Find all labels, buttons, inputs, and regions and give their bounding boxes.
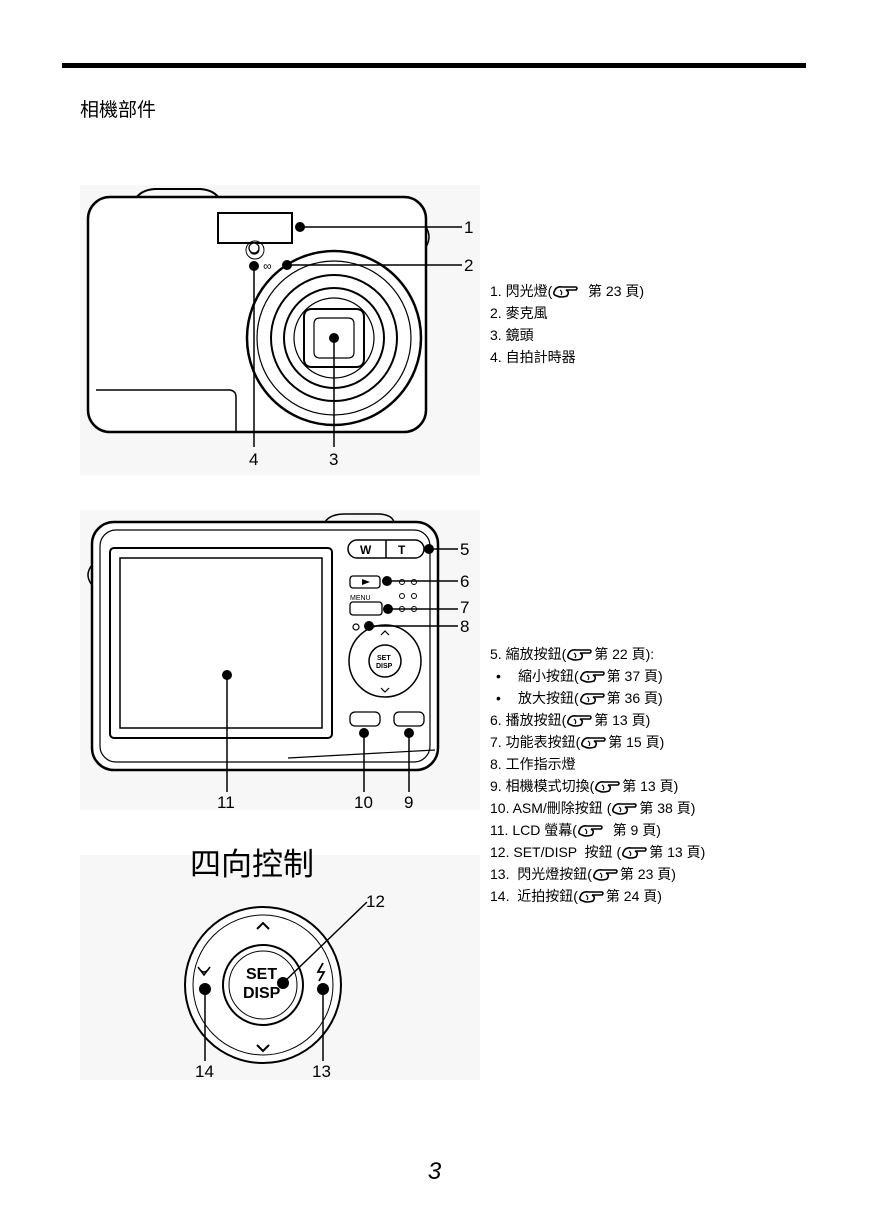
item-page-ref: 第 13 頁) (649, 844, 706, 860)
item-page-ref: 第 9 頁) (604, 822, 661, 838)
item-text: 9. 相機模式切換( (490, 778, 595, 794)
item-text: 12. SET/DISP 按鈕 ( (490, 844, 622, 860)
bullet: • (496, 690, 501, 706)
callout-6: 6 (460, 572, 469, 591)
page-reference-icon (579, 670, 607, 683)
list-item: 14. 近拍按鈕( 第 24 頁) (490, 885, 705, 907)
item-page-ref: 第 24 頁) (605, 888, 662, 904)
dpad-disp-label: DISP (243, 985, 281, 1002)
item-page-ref: 第 23 頁) (619, 866, 676, 882)
callout-3: 3 (329, 450, 338, 469)
item-text: 8. 工作指示燈 (490, 756, 576, 772)
list-item: 13. 閃光燈按鈕( 第 23 頁) (490, 863, 705, 885)
list-item: 5. 縮放按鈕( 第 22 頁): (490, 643, 705, 665)
list-item: 7. 功能表按鈕( 第 15 頁) (490, 731, 705, 753)
item-page-ref: 第 15 頁) (608, 734, 665, 750)
callout-12: 12 (366, 892, 385, 911)
callout-2: 2 (464, 256, 473, 275)
list-item: 12. SET/DISP 按鈕 ( 第 13 頁) (490, 841, 705, 863)
dpad-figure: 四向控制 SET DISP 12 13 14 (80, 847, 480, 1081)
callout-11: 11 (217, 793, 235, 812)
item-page-ref: 第 22 頁): (594, 646, 655, 662)
list-item: 2. 麥克風 (490, 302, 644, 324)
list-item: 10. ASM/刪除按鈕 ( 第 38 頁) (490, 797, 705, 819)
svg-text:∞: ∞ (263, 259, 272, 273)
dpad-title: 四向控制 (190, 847, 314, 883)
item-text: 3. 鏡頭 (490, 327, 534, 343)
callout-7: 7 (460, 598, 469, 617)
down-arrow-icon (256, 1044, 270, 1053)
item-page-ref: 第 37 頁) (606, 668, 663, 684)
item-text: 2. 麥克風 (490, 305, 548, 321)
item-text: 14. 近拍按鈕( (490, 888, 578, 904)
callout-1: 1 (464, 218, 473, 237)
page-title: 相機部件 (80, 99, 157, 121)
list-item: 4. 自拍計時器 (490, 346, 644, 368)
item-page-ref: 第 13 頁) (622, 778, 679, 794)
item-page-ref: 第 38 頁) (639, 800, 696, 816)
list-item: • 縮小按鈕( 第 37 頁) (490, 665, 705, 687)
list-item: 3. 鏡頭 (490, 324, 644, 346)
item-text: 7. 功能表按鈕( (490, 734, 581, 750)
callout-9: 9 (404, 793, 413, 812)
dpad-set-label: SET (246, 966, 277, 983)
list-item: 1. 閃光燈( 第 23 頁) (490, 280, 644, 302)
item-text: 縮小按鈕( (518, 668, 579, 684)
callout-14: 14 (195, 1062, 214, 1081)
callout-5: 5 (460, 540, 469, 559)
menu-label: MENU (350, 595, 371, 602)
up-arrow-icon (256, 921, 270, 930)
item-page-ref: 第 13 頁) (594, 712, 651, 728)
page-reference-icon (552, 285, 580, 298)
flash-icon (316, 962, 326, 982)
page-reference-icon (566, 714, 594, 727)
zoom-t-label: T (398, 543, 406, 557)
page-reference-icon (621, 846, 649, 859)
back-set-label: SET (377, 655, 391, 662)
list-item: • 放大按鈕( 第 36 頁) (490, 687, 705, 709)
list-item: 9. 相機模式切換( 第 13 頁) (490, 775, 705, 797)
callout-13: 13 (312, 1062, 331, 1081)
item-text: 4. 自拍計時器 (490, 349, 576, 365)
page-reference-icon (566, 648, 594, 661)
item-text: 5. 縮放按鈕( (490, 646, 567, 662)
item-text: 10. ASM/刪除按鈕 ( (490, 800, 612, 816)
item-text: 放大按鈕( (518, 690, 579, 706)
list-item: 11. LCD 螢幕( 第 9 頁) (490, 819, 705, 841)
page-reference-icon (580, 736, 608, 749)
page-reference-icon (577, 824, 605, 837)
item-text: 1. 閃光燈( (490, 283, 553, 299)
zoom-w-label: W (360, 543, 372, 557)
page-reference-icon (579, 692, 607, 705)
back-disp-label: DISP (376, 663, 393, 670)
callout-10: 10 (354, 793, 373, 812)
item-text: 11. LCD 螢幕( (490, 822, 577, 838)
item-page-ref: 第 23 頁) (580, 283, 645, 299)
list-item: 8. 工作指示燈 (490, 753, 705, 775)
camera-back-figure: W T MENU SET DISP 5 6 7 8 9 10 11 (80, 510, 480, 812)
page-reference-icon (611, 802, 639, 815)
front-parts-list: 1. 閃光燈( 第 23 頁) 2. 麥克風 3. 鏡頭 4. 自拍計時器 (490, 280, 644, 368)
page-reference-icon (594, 780, 622, 793)
macro-icon (197, 966, 211, 977)
callout-8: 8 (460, 617, 469, 636)
item-text: 6. 播放按鈕( (490, 712, 567, 728)
back-parts-list: 5. 縮放按鈕( 第 22 頁): • 縮小按鈕( 第 37 頁) • 放大按鈕( 第 36 … (490, 643, 705, 907)
list-item: 6. 播放按鈕( 第 13 頁) (490, 709, 705, 731)
page-reference-icon (592, 868, 620, 881)
item-text: 13. 閃光燈按鈕( (490, 866, 592, 882)
callout-4: 4 (249, 450, 258, 469)
item-page-ref: 第 36 頁) (606, 690, 663, 706)
page-number: 3 (427, 1158, 442, 1185)
page-reference-icon (578, 890, 606, 903)
header-rule (62, 63, 806, 68)
camera-front-figure: ∞ 1 2 3 4 (80, 185, 480, 475)
bullet: • (496, 668, 501, 684)
